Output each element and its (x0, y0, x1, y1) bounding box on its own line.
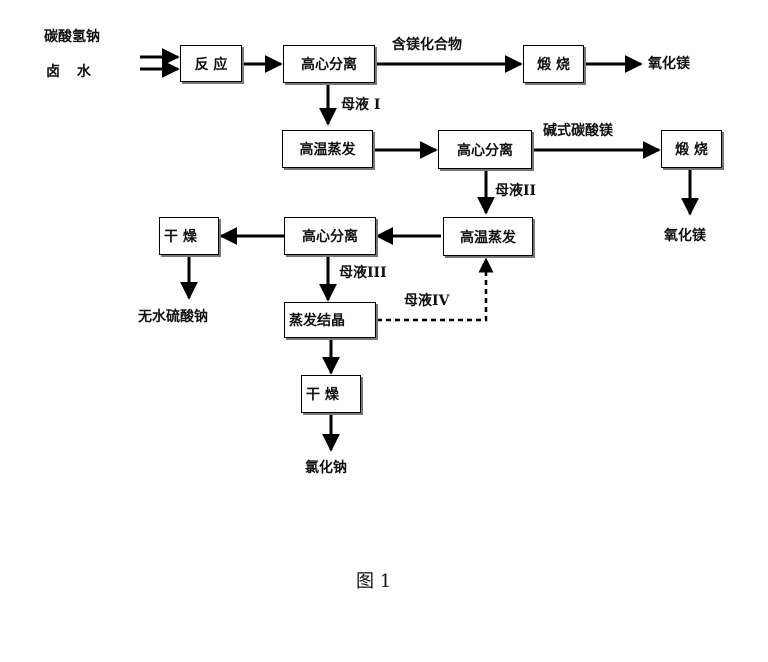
mother-liquor-3-label: 母液III (339, 265, 387, 281)
calcine-box-2: 煅 烧 (661, 130, 722, 168)
anhydrous-sodium-sulfate-label: 无水硫酸钠 (138, 309, 208, 325)
dry-box-2: 干 燥 (301, 375, 361, 413)
mother-liquor-4-label: 母液IV (404, 293, 450, 309)
evaporation-box-1: 高温蒸发 (282, 130, 373, 168)
centrifuge-box-2: 高心分离 (438, 130, 532, 169)
evaporation-box-2: 高温蒸发 (443, 217, 533, 256)
reaction-box: 反 应 (180, 45, 242, 82)
mgo-label-1: 氧化镁 (648, 56, 690, 72)
evaporative-crystallization-box: 蒸发结晶 (284, 302, 376, 338)
arrow-recycle-mother4 (377, 257, 494, 322)
mg-compound-label: 含镁化合物 (392, 37, 462, 53)
dry-box-1: 干 燥 (159, 217, 219, 255)
input-brine-label: 卤 水 (46, 64, 97, 80)
centrifuge-box-3: 高心分离 (284, 217, 376, 255)
calcine-box-1: 煅 烧 (523, 45, 584, 83)
sodium-chloride-label: 氯化钠 (305, 460, 347, 476)
figure-caption: 图 1 (356, 571, 392, 592)
centrifuge-box-1: 高心分离 (283, 45, 375, 83)
input-nahco3-label: 碳酸氢钠 (44, 29, 100, 45)
basic-mg-carbonate-label: 碱式碳酸镁 (543, 123, 613, 139)
mgo-label-2: 氧化镁 (664, 228, 706, 244)
mother-liquor-1-label: 母液 I (341, 97, 381, 113)
mother-liquor-2-label: 母液II (495, 183, 537, 199)
